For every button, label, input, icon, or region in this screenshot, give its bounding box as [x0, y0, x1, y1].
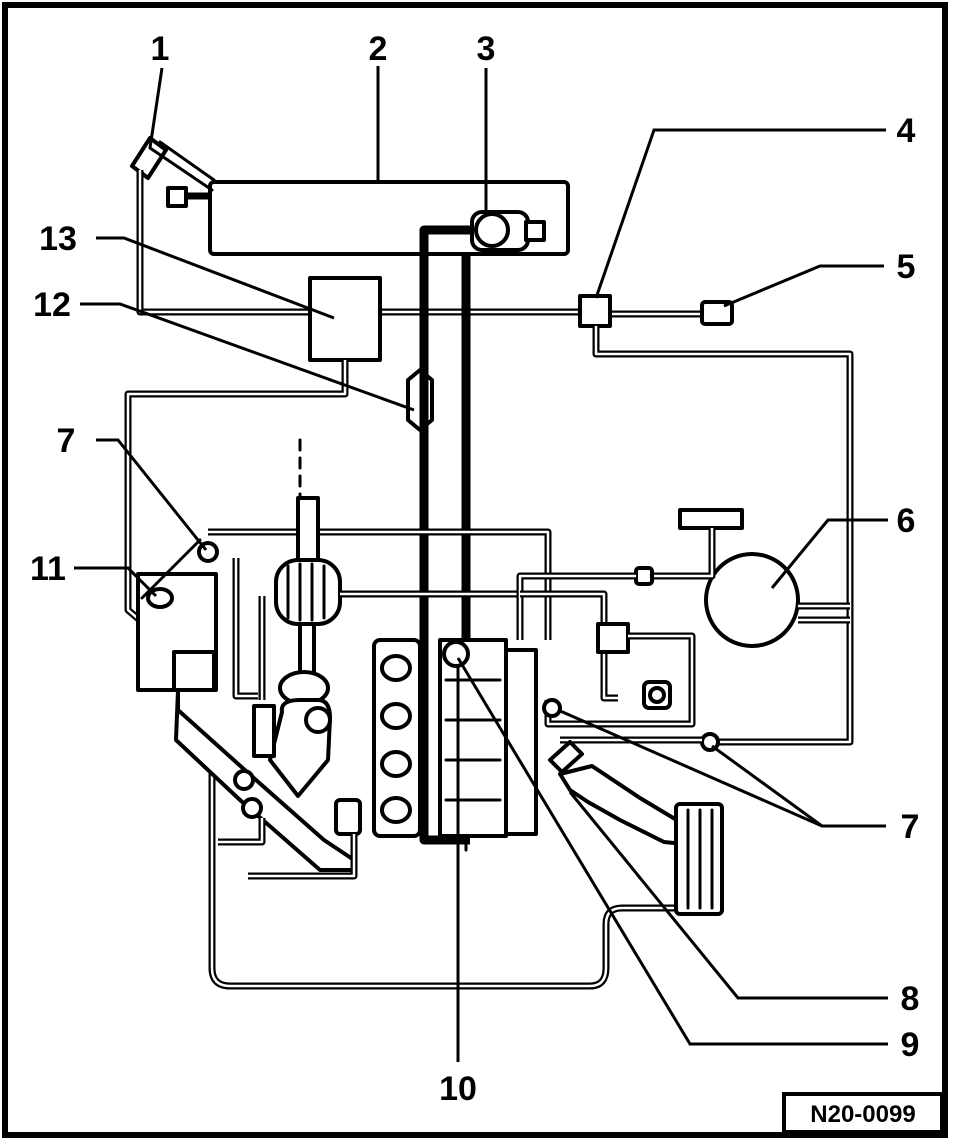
callout-9: 9 [901, 1026, 920, 1064]
callout-11: 11 [30, 550, 66, 588]
filler-valve [130, 136, 216, 192]
gravity-valve [308, 276, 382, 362]
t-piece [578, 294, 612, 328]
callout-10: 10 [439, 1070, 477, 1108]
callout-1: 1 [151, 30, 170, 68]
callout-12: 12 [33, 286, 71, 324]
intake-hose [548, 740, 724, 916]
callout-3: 3 [477, 30, 496, 68]
pressure-reservoir [516, 508, 850, 702]
callout-7-left: 7 [57, 422, 76, 460]
intake-assembly [174, 438, 520, 880]
callout-6: 6 [897, 502, 916, 540]
pressure-regulator [544, 622, 696, 728]
cylinder-head [372, 638, 538, 838]
leader-lines [74, 66, 888, 1062]
callout-5: 5 [897, 248, 916, 286]
figure-code: N20-0099 [810, 1101, 915, 1128]
callout-13: 13 [39, 220, 77, 258]
figure-code-box: N20-0099 [782, 1092, 944, 1134]
callout-2: 2 [369, 30, 388, 68]
callout-8: 8 [901, 980, 920, 1018]
callout-4: 4 [897, 112, 916, 150]
canister-bracket [136, 538, 218, 692]
connector [700, 300, 734, 326]
callout-7-right: 7 [901, 808, 920, 846]
